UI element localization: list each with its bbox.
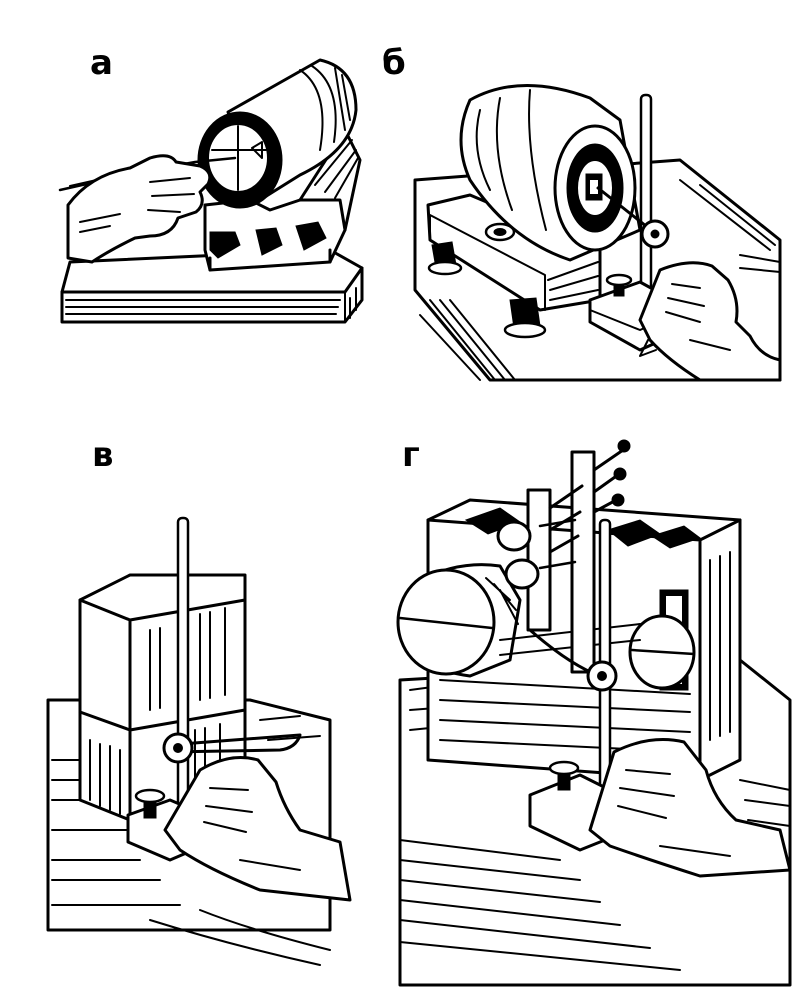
table-slab-a: [60, 248, 364, 324]
hand-with-scriber-a: [58, 154, 237, 264]
cylinder-right-g: [499, 614, 696, 690]
panel-g: г: [396, 435, 792, 987]
cylinder-workpiece-b: [459, 84, 642, 262]
hand-g: [588, 738, 792, 878]
panel-label-g: г: [402, 435, 420, 475]
panel-label-v: в: [92, 435, 114, 475]
roller-fixture-g: [496, 439, 631, 674]
v-block: [203, 128, 362, 272]
panel-b: б: [382, 43, 782, 382]
stand-base-b: [426, 193, 602, 339]
hand-v: [163, 756, 352, 902]
panel-a: а: [58, 43, 364, 324]
cylinder-left-g: [396, 563, 522, 678]
panel-label-b: б: [382, 43, 406, 83]
hand-b: [638, 261, 782, 382]
cylinder-workpiece-a: [197, 58, 358, 209]
panel-v: в: [46, 435, 352, 966]
tall-block-v: [78, 573, 247, 822]
panel-label-a: а: [90, 43, 113, 83]
